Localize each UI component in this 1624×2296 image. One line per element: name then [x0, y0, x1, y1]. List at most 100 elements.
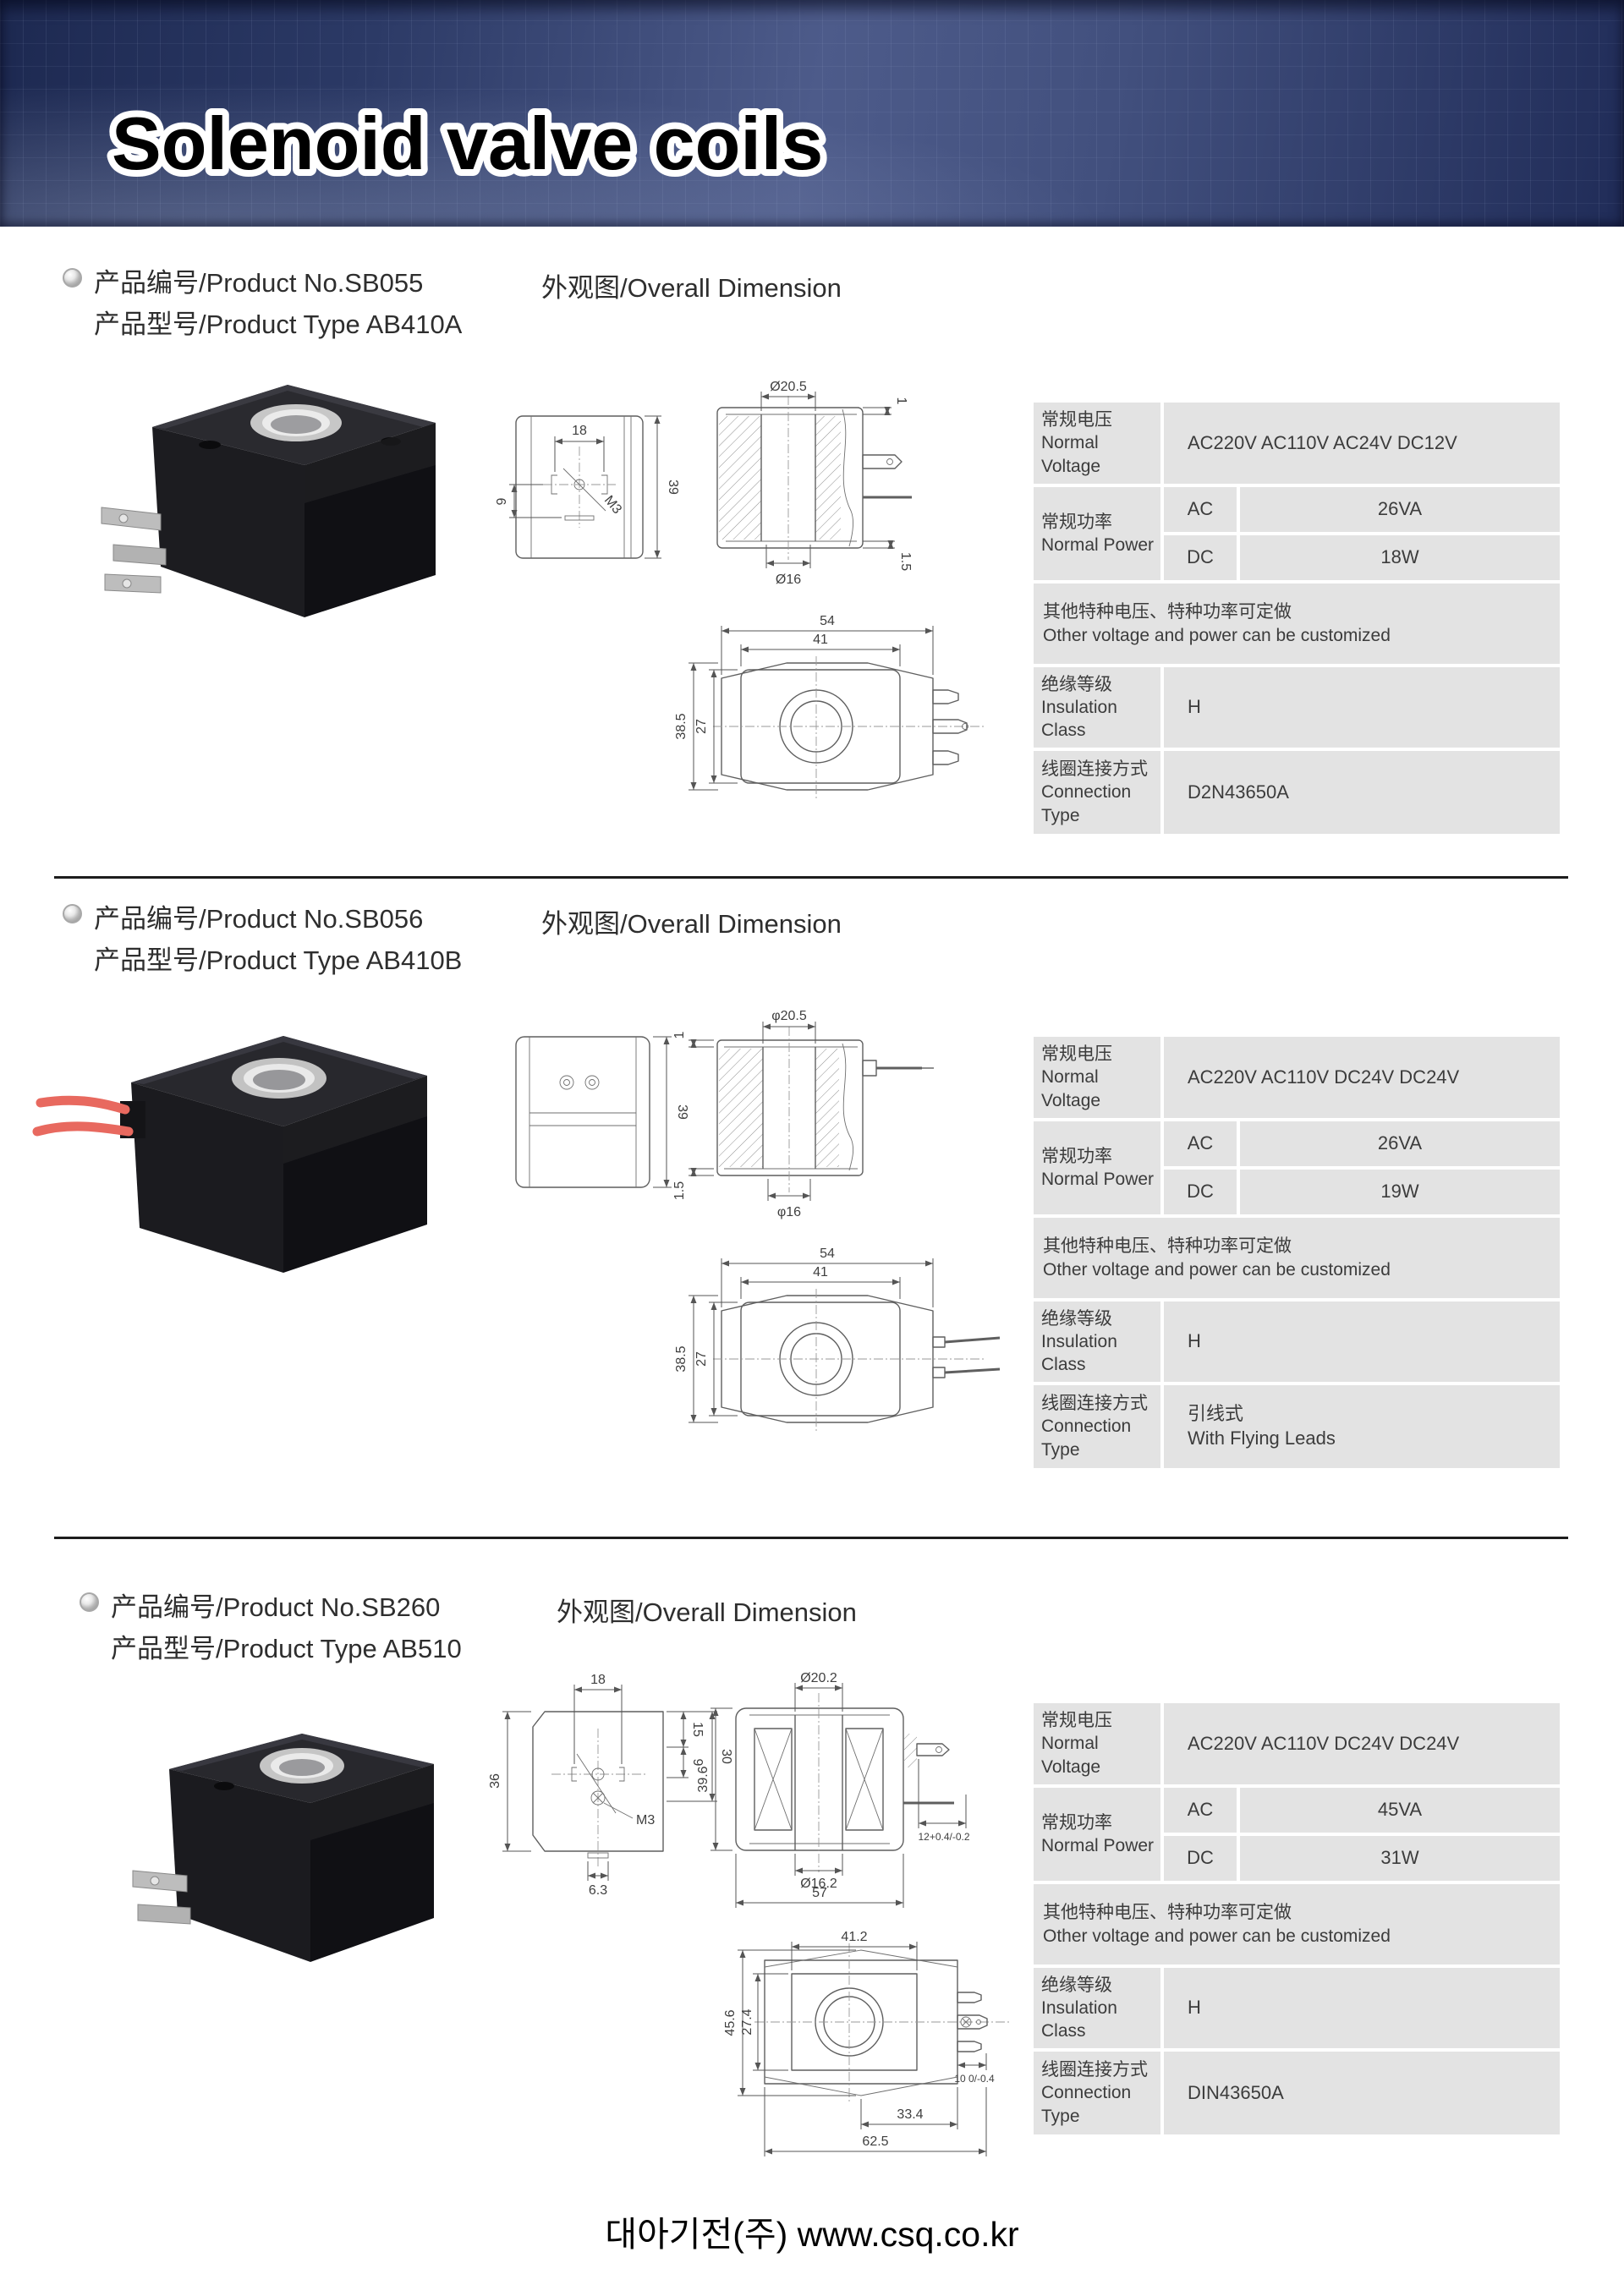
svg-text:18: 18 [572, 424, 587, 438]
insulation-value: H [1164, 1968, 1560, 2048]
voltage-value: AC220V AC110V DC24V DC24V [1164, 1703, 1560, 1784]
insulation-value: H [1164, 1301, 1560, 1382]
product-no: 产品编号/Product No.SB260 [111, 1592, 441, 1622]
front-view: 54 41 38.5 27 [674, 1247, 1001, 1431]
svg-text:33.4: 33.4 [897, 2107, 923, 2122]
product-no: 产品编号/Product No.SB055 [94, 268, 424, 298]
product-no: 产品编号/Product No.SB056 [94, 904, 424, 934]
top-view: M3 18 36 15 9 30 6.3 [488, 1673, 733, 1898]
page-banner: Solenoid valve coils [0, 0, 1624, 227]
custom-note: 其他特种电压、特种功率可定做 Other voltage and power c… [1034, 1884, 1560, 1964]
svg-text:27.4: 27.4 [740, 2008, 754, 2035]
svg-text:41.2: 41.2 [841, 1930, 867, 1944]
svg-text:36: 36 [488, 1773, 502, 1789]
spec-table: 常规电压 Normal Voltage AC220V AC110V DC24V … [1034, 1037, 1560, 1468]
dimension-heading: 外观图/Overall Dimension [541, 909, 842, 939]
product-type: 产品型号/Product Type AB510 [111, 1634, 462, 1663]
dc-label: DC [1164, 1836, 1237, 1881]
svg-text:38.5: 38.5 [674, 713, 689, 739]
product-photo-coil-din [101, 385, 436, 617]
connection-label: 线圈连接方式 Connection Type [1034, 1385, 1160, 1468]
product-photo-coil-din-large [132, 1734, 434, 1962]
svg-text:Ø20.5: Ø20.5 [770, 381, 807, 394]
product-photo-coil-leads [32, 1036, 427, 1273]
front-view: 41.2 45.6 27.4 10 0/-0.4 33.4 62.5 [723, 1930, 1012, 2156]
ac-label: AC [1164, 1788, 1237, 1833]
footer-company-url: 대아기전(주) www.csq.co.kr [605, 2215, 1019, 2254]
dimension-drawing-set-2: 39 1 φ20.5 1.5 [515, 1009, 1001, 1431]
dc-value: 18W [1240, 535, 1560, 580]
connection-label: 线圈连接方式 Connection Type [1034, 2052, 1160, 2134]
svg-text:φ16: φ16 [777, 1205, 801, 1219]
svg-text:Ø16.2: Ø16.2 [800, 1877, 837, 1891]
svg-text:57: 57 [812, 1886, 827, 1900]
section-divider [54, 1537, 1568, 1539]
svg-text:62.5: 62.5 [862, 2134, 888, 2149]
power-label: 常规功率 Normal Power [1034, 487, 1160, 580]
front-view: 54 41 38.5 27 [674, 614, 986, 798]
svg-text:φ20.5: φ20.5 [771, 1009, 807, 1023]
insulation-value: H [1164, 667, 1560, 748]
connection-label: 线圈连接方式 Connection Type [1034, 751, 1160, 834]
insulation-label: 绝缘等级 Insulation Class [1034, 1301, 1160, 1382]
ac-label: AC [1164, 487, 1237, 532]
power-label: 常规功率 Normal Power [1034, 1788, 1160, 1881]
svg-text:6.3: 6.3 [589, 1883, 607, 1898]
side-view: 39 [515, 1036, 689, 1188]
power-label: 常规功率 Normal Power [1034, 1121, 1160, 1214]
section2-header: 产品编号/Product No.SB056 产品型号/Product Type … [63, 898, 462, 981]
product-type: 产品型号/Product Type AB410B [94, 945, 463, 975]
svg-text:15: 15 [690, 1722, 705, 1737]
page-title: Solenoid valve coils [105, 95, 830, 192]
dimension-heading: 外观图/Overall Dimension [557, 1597, 857, 1627]
connection-value: 引线式 With Flying Leads [1164, 1385, 1560, 1468]
svg-text:1.5: 1.5 [672, 1181, 687, 1200]
ac-value: 26VA [1240, 1121, 1560, 1166]
svg-text:41: 41 [813, 633, 828, 647]
svg-text:41: 41 [813, 1265, 828, 1280]
svg-text:9: 9 [690, 1759, 705, 1767]
dimension-heading: 外观图/Overall Dimension [541, 273, 842, 303]
svg-text:27: 27 [694, 719, 709, 734]
ac-value: 26VA [1240, 487, 1560, 532]
svg-text:39: 39 [675, 1104, 689, 1120]
svg-text:1: 1 [894, 397, 908, 405]
insulation-label: 绝缘等级 Insulation Class [1034, 667, 1160, 748]
product-type: 产品型号/Product Type AB410A [94, 310, 463, 339]
bullet-icon [63, 268, 82, 288]
svg-text:1: 1 [672, 1031, 687, 1038]
insulation-label: 绝缘等级 Insulation Class [1034, 1968, 1160, 2048]
svg-text:54: 54 [820, 1247, 835, 1261]
svg-text:M3: M3 [601, 493, 624, 517]
dimension-drawing-set-1: M3 18 9 39 [495, 381, 986, 798]
section1-header: 产品编号/Product No.SB055 产品型号/Product Type … [63, 262, 462, 345]
svg-text:18: 18 [590, 1673, 606, 1687]
spec-table: 常规电压 Normal Voltage AC220V AC110V DC24V … [1034, 1703, 1560, 2134]
cross-section-view: Ø20.2 39.6 12+0.4/-0.2 Ø16.2 57 [696, 1671, 970, 1908]
cross-section-view: 1 φ20.5 1.5 φ16 [672, 1009, 934, 1219]
page-title-text: Solenoid valve coils [112, 101, 823, 185]
section-divider [54, 876, 1568, 879]
section3-header: 产品编号/Product No.SB260 产品型号/Product Type … [80, 1586, 462, 1669]
spec-table: 常规电压 Normal Voltage AC220V AC110V AC24V … [1034, 403, 1560, 834]
svg-text:12+0.4/-0.2: 12+0.4/-0.2 [918, 1831, 969, 1843]
dc-value: 19W [1240, 1170, 1560, 1214]
dimension-drawing-set-3: M3 18 36 15 9 30 6.3 [488, 1671, 1012, 2156]
connection-value: D2N43650A [1164, 751, 1560, 834]
svg-text:Ø16: Ø16 [776, 573, 801, 587]
bullet-icon [63, 904, 82, 923]
ac-value: 45VA [1240, 1788, 1560, 1833]
svg-text:54: 54 [820, 614, 835, 628]
svg-text:9: 9 [495, 497, 509, 505]
bullet-icon [80, 1592, 99, 1612]
svg-text:38.5: 38.5 [674, 1345, 689, 1372]
dc-value: 31W [1240, 1836, 1560, 1881]
svg-text:45.6: 45.6 [723, 2009, 738, 2036]
svg-text:Ø20.2: Ø20.2 [800, 1671, 837, 1685]
dc-label: DC [1164, 535, 1237, 580]
connection-value: DIN43650A [1164, 2052, 1560, 2134]
voltage-label: 常规电压 Normal Voltage [1034, 1703, 1160, 1784]
svg-text:30: 30 [719, 1749, 733, 1764]
voltage-value: AC220V AC110V DC24V DC24V [1164, 1037, 1560, 1118]
voltage-label: 常规电压 Normal Voltage [1034, 403, 1160, 484]
